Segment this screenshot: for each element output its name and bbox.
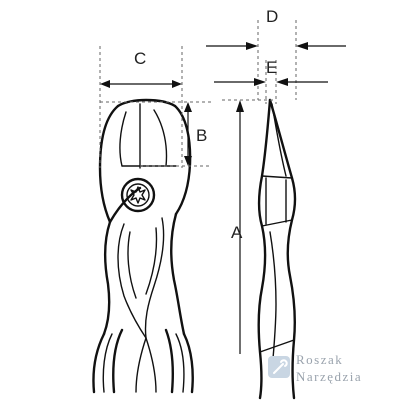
grip-right-inner bbox=[175, 333, 185, 393]
pliers-body-left bbox=[102, 220, 112, 336]
body-slot-right-inner bbox=[145, 227, 158, 295]
pliers-head-top bbox=[116, 98, 177, 108]
body-slot-right bbox=[144, 217, 165, 339]
body-slot-left bbox=[117, 223, 147, 339]
pliers-front-view bbox=[92, 98, 194, 394]
side-handle-line bbox=[269, 231, 277, 371]
dimension-label-a: A bbox=[231, 223, 243, 242]
body-slot-left-inner bbox=[127, 231, 137, 299]
dimension-label-c: C bbox=[134, 49, 146, 68]
side-profile-inner bbox=[257, 98, 272, 400]
torx-screw-icon bbox=[130, 186, 146, 204]
watermark-line-2: Narzędzia bbox=[296, 369, 362, 384]
pivot-inner bbox=[126, 183, 150, 207]
jaw-inner-right bbox=[153, 109, 168, 167]
side-pivot-block bbox=[261, 175, 293, 227]
grip-left-inner bbox=[102, 333, 113, 393]
grip-right bbox=[164, 328, 194, 394]
jaw-inner-left bbox=[119, 111, 127, 167]
pliers-side-view bbox=[257, 98, 297, 400]
grip-centre bbox=[135, 337, 157, 393]
pliers-body-right bbox=[170, 212, 186, 336]
side-jaw-edge bbox=[271, 103, 287, 177]
dimension-label-d: D bbox=[266, 7, 278, 26]
pivot-outer bbox=[120, 177, 156, 213]
dimension-guides bbox=[99, 20, 346, 354]
side-grip-step bbox=[259, 339, 295, 353]
dimension-label-e: E bbox=[266, 58, 277, 77]
wrench-glyph-icon bbox=[273, 359, 288, 374]
pliers-head-outline bbox=[98, 104, 192, 224]
watermark-line-1: Roszak bbox=[296, 352, 343, 367]
grip-left bbox=[92, 328, 124, 394]
roszak-watermark: Roszak Narzędzia bbox=[268, 352, 362, 384]
side-profile-outer bbox=[268, 98, 297, 400]
dimension-label-b: B bbox=[196, 126, 207, 145]
